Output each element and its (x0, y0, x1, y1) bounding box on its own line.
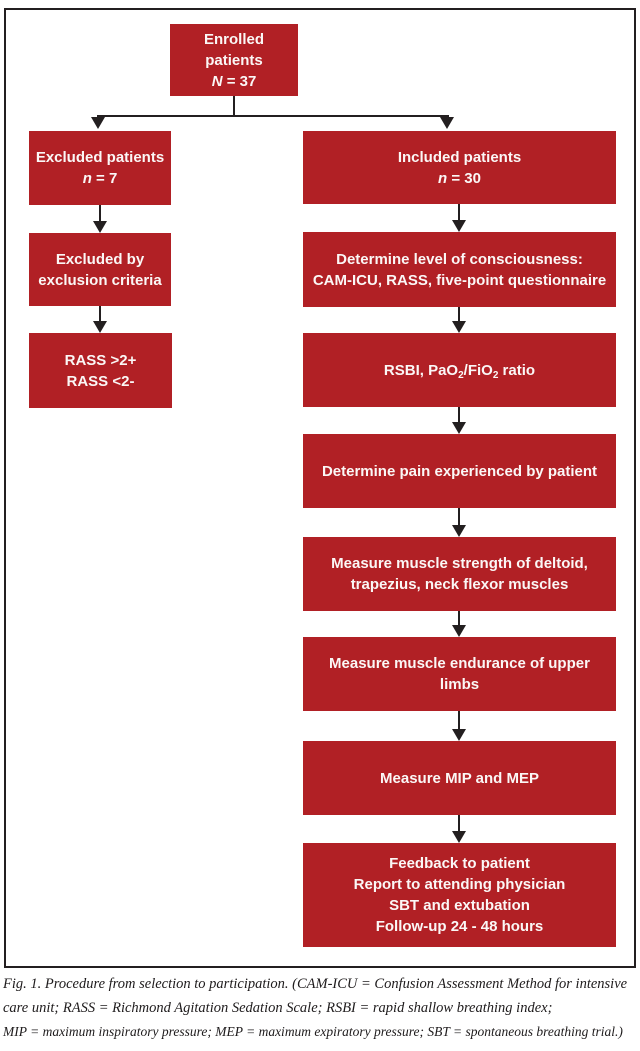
arrow-head (452, 220, 466, 232)
flow-box-muscle-endurance: Measure muscle endurance of upper limbs (303, 637, 616, 711)
box-line: Measure muscle strength of deltoid, (331, 555, 588, 572)
arrow-head (93, 321, 107, 333)
arrow-down-icon (440, 117, 454, 129)
box-line: N = 37 (212, 71, 257, 92)
subscript: 2 (458, 369, 464, 381)
box-line: Excluded by (55, 250, 145, 268)
arrow-head (452, 831, 466, 843)
arrow-down-icon (452, 508, 466, 537)
flow-box-pain: Determine pain experienced by patient (303, 434, 616, 508)
box-line: CAM-ICU, RASS, five-point questionnaire (312, 271, 607, 289)
rsbi-text: /FiO (463, 361, 493, 379)
connector-vertical-line (233, 96, 235, 117)
box-line: n = 7 (83, 168, 118, 189)
n-variable: n (82, 170, 92, 187)
n-value: = 30 (447, 169, 481, 187)
rsbi-text: ratio (498, 361, 536, 379)
box-line: Included patients (397, 148, 522, 166)
arrow-head (452, 321, 466, 333)
arrow-head (93, 221, 107, 233)
arrow-head (452, 625, 466, 637)
caption-line-3: MIP = maximum inspiratory pressure; MEP … (3, 1024, 623, 1039)
box-line: exclusion criteria (38, 271, 162, 289)
box-line: n = 30 (438, 168, 481, 189)
arrow-down-icon (452, 711, 466, 741)
flow-box-mip-mep: Measure MIP and MEP (303, 741, 616, 815)
flow-box-rass-criteria: RASS >2+ RASS <2- (29, 333, 172, 408)
box-line: Measure muscle endurance of upper limbs (329, 655, 590, 693)
arrow-down-icon (452, 611, 466, 637)
box-line: Excluded patients (35, 149, 165, 166)
arrow-shaft (458, 815, 460, 831)
arrow-down-icon (452, 307, 466, 333)
box-line: Feedback to patient (389, 855, 530, 872)
box-line: trapezius, neck flexor muscles (350, 576, 569, 593)
flow-box-excluded-by-criteria: Excluded by exclusion criteria (29, 233, 171, 306)
flow-box-muscle-strength: Measure muscle strength of deltoid, trap… (303, 537, 616, 611)
arrow-shaft (458, 611, 460, 625)
flow-box-excluded-patients: Excluded patients n = 7 (29, 131, 171, 205)
box-line: RASS <2- (66, 372, 135, 390)
flowchart-frame (4, 8, 636, 968)
box-line: RSBI, PaO2/FiO2 ratio (384, 360, 535, 381)
arrow-down-icon (452, 407, 466, 434)
box-line: Follow-up 24 - 48 hours (375, 918, 544, 935)
n-value: = 37 (222, 72, 257, 90)
box-line: Report to attending physician (353, 876, 566, 893)
subscript: 2 (492, 369, 499, 381)
arrow-down-icon (93, 306, 107, 333)
arrow-down-icon (91, 117, 105, 129)
arrow-shaft (458, 307, 460, 321)
arrow-head (452, 729, 466, 741)
arrow-shaft (458, 508, 460, 525)
box-line: Measure MIP and MEP (380, 769, 539, 787)
box-line: Enrolled patients (203, 30, 264, 69)
arrow-shaft (458, 711, 460, 729)
caption-line-1: Fig. 1. Procedure from selection to part… (3, 976, 628, 992)
arrow-down-icon (93, 205, 107, 233)
box-line: Determine pain experienced by patient (321, 462, 598, 480)
box-line: Determine level of consciousness: (336, 250, 583, 268)
box-line: SBT and extubation (389, 897, 530, 914)
caption-line-2: care unit; RASS = Richmond Agitation Sed… (3, 1000, 553, 1016)
n-variable: N (211, 72, 223, 90)
arrow-head (452, 422, 466, 434)
arrow-shaft (99, 205, 101, 221)
box-line: RASS >2+ (64, 351, 137, 369)
arrow-shaft (99, 306, 101, 321)
n-variable: n (438, 169, 448, 187)
flow-box-rsbi-ratio: RSBI, PaO2/FiO2 ratio (303, 333, 616, 407)
n-value: = 7 (91, 170, 118, 187)
arrow-shaft (458, 204, 460, 220)
arrow-shaft (458, 407, 460, 422)
flow-box-included-patients: Included patients n = 30 (303, 131, 616, 204)
arrow-down-icon (452, 204, 466, 232)
arrow-down-icon (452, 815, 466, 843)
flow-box-enrolled-patients: Enrolled patients N = 37 (170, 24, 298, 96)
flow-box-feedback: Feedback to patient Report to attending … (303, 843, 616, 947)
connector-horizontal-line (97, 115, 449, 117)
figure-caption: Fig. 1. Procedure from selection to part… (3, 972, 639, 1044)
flow-box-consciousness: Determine level of consciousness: CAM-IC… (303, 232, 616, 307)
arrow-head (452, 525, 466, 537)
rsbi-text: RSBI, PaO (383, 361, 459, 379)
